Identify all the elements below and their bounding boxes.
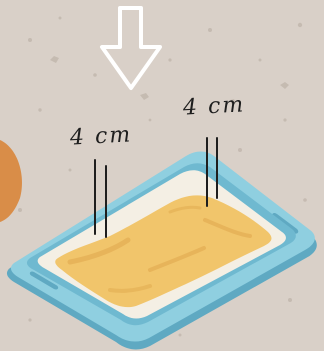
down-arrow-outline-icon xyxy=(102,8,160,88)
baking-tray xyxy=(7,152,317,350)
measurement-label-right: 4 cm xyxy=(182,92,245,120)
measurement-label-left: 4 cm xyxy=(69,122,132,150)
